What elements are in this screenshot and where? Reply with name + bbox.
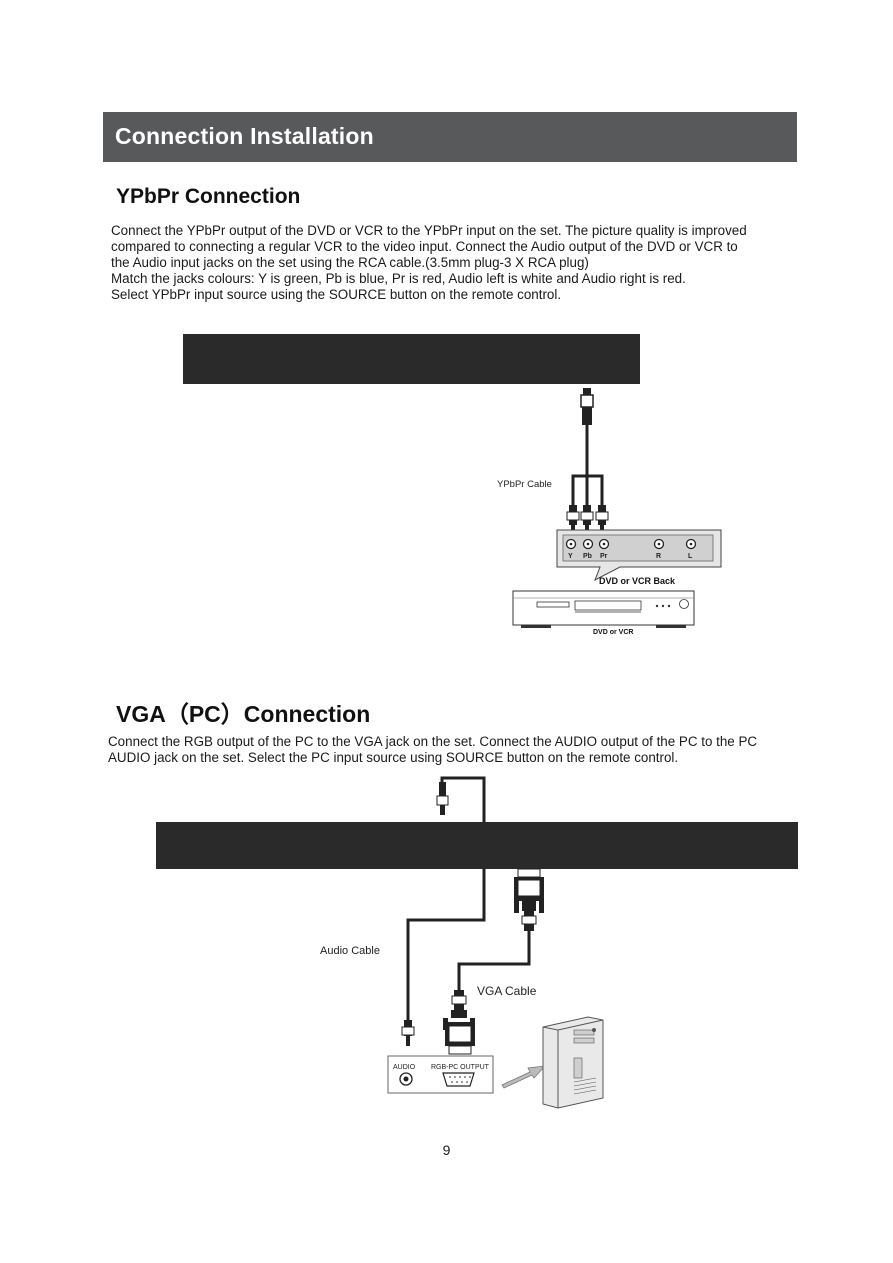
ypbpr-heading: YPbPr Connection xyxy=(116,185,301,208)
pc-tower-icon xyxy=(542,1016,604,1109)
tv-back-panel-bar xyxy=(183,334,640,384)
page-number: 9 xyxy=(442,1142,451,1158)
vga-heading: VGA（PC）Connection xyxy=(116,701,371,727)
ypbpr-instructions: Connect the YPbPr output of the DVD or V… xyxy=(111,223,747,302)
arrow-icon xyxy=(501,1065,547,1089)
ypbpr-connection-diagram: YPbPr Cable Y Pb Pr R L DVD or VCR Back xyxy=(497,388,722,636)
tv-side-panel-bar xyxy=(156,822,798,869)
jack-label-l: L xyxy=(688,553,693,560)
section-header-bar: Connection Installation xyxy=(103,112,797,162)
vga-connector-icon xyxy=(514,868,544,931)
rca-plug-icon xyxy=(436,782,449,815)
page-title: Connection Installation xyxy=(115,123,374,149)
audio-port-label: AUDIO xyxy=(393,1064,416,1071)
rgb-port-label: RGB-PC OUTPUT xyxy=(431,1064,490,1071)
vga-connector-icon xyxy=(443,990,475,1055)
rca-plug-icon xyxy=(401,1020,415,1046)
vga-instructions: Connect the RGB output of the PC to the … xyxy=(108,734,758,765)
rca-plug-icon xyxy=(566,505,580,533)
jack-label-pb: Pb xyxy=(583,553,592,560)
vga-cable-label: VGA Cable xyxy=(477,984,537,998)
vga-connection-diagram: Audio Cable VGA Cable AUDIO RGB-PC OU xyxy=(320,776,604,1109)
ypbpr-cable-label: YPbPr Cable xyxy=(497,479,552,490)
device-label: DVD or VCR xyxy=(593,629,633,636)
dvd-back-jack-panel: Y Pb Pr R L xyxy=(556,529,722,582)
pc-port-panel xyxy=(387,1055,494,1094)
jack-label-pr: Pr xyxy=(600,553,608,560)
jack-label-r: R xyxy=(656,553,661,560)
device-back-label: DVD or VCR Back xyxy=(599,576,676,586)
rca-plug-icon xyxy=(595,505,609,533)
rca-plug-icon xyxy=(580,505,594,533)
jack-label-y: Y xyxy=(568,553,573,560)
dvd-player-icon xyxy=(512,590,695,628)
rca-plug-icon xyxy=(580,388,594,425)
audio-cable-label: Audio Cable xyxy=(320,945,380,957)
